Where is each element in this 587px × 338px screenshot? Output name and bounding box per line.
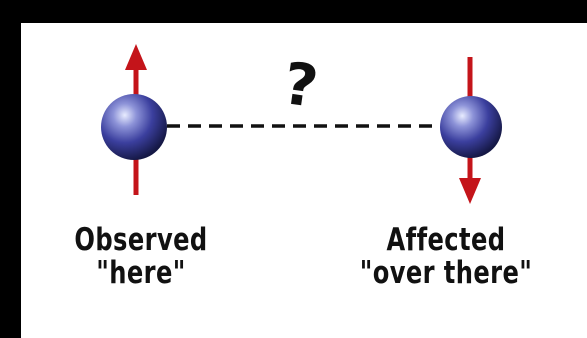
question-mark: ? xyxy=(279,49,322,121)
particle-left xyxy=(101,94,167,160)
entanglement-diagram: ? xyxy=(101,44,502,204)
label-observed-here: Observed "here" xyxy=(47,224,234,290)
label-left-line1: Observed xyxy=(74,222,208,258)
label-affected-over-there: Affected "over there" xyxy=(349,224,544,290)
label-right-line2: "over there" xyxy=(359,255,533,291)
label-right-line1: Affected xyxy=(386,222,506,258)
diagram-panel: ? Observed "here" Affected "over there" xyxy=(21,23,587,338)
label-left-line2: "here" xyxy=(96,255,186,291)
particle-right xyxy=(440,96,502,158)
